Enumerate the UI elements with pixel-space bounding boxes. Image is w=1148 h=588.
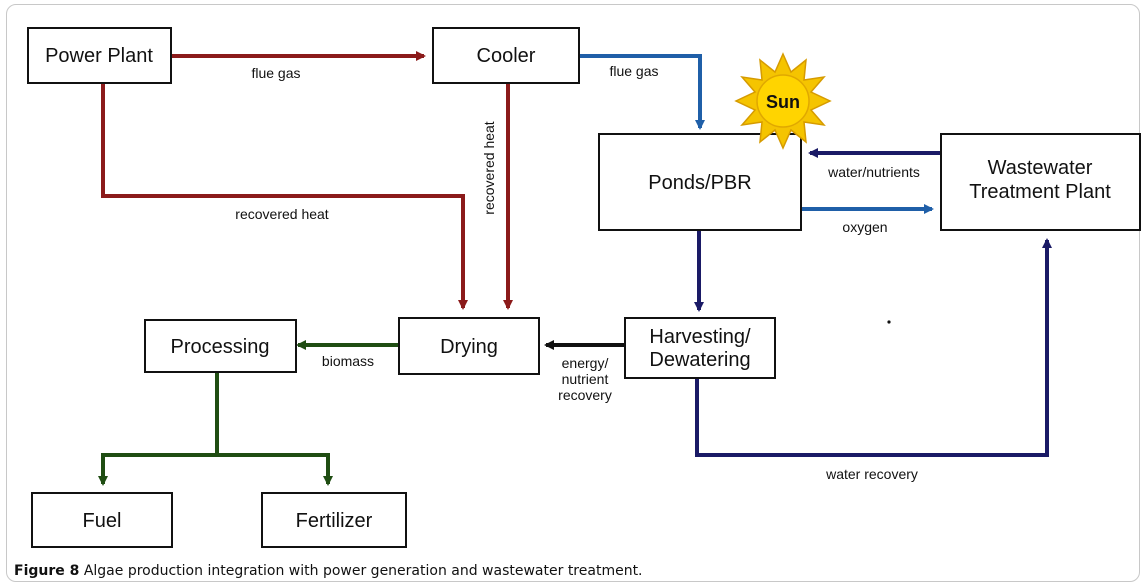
label-water-nutrients: water/nutrients (827, 164, 920, 180)
figure-frame (6, 4, 1140, 582)
label-biomass: biomass (322, 353, 374, 369)
node-fuel: Fuel (31, 492, 173, 548)
edge-processing-fuel (98, 453, 217, 486)
label-energy-line3: recovery (558, 387, 612, 403)
node-processing: Processing (144, 319, 297, 373)
node-harvesting-label-line1: Harvesting/ (649, 326, 751, 348)
node-wastewater-treatment: Wastewater Treatment Plant (940, 133, 1141, 231)
stray-dot (887, 320, 891, 324)
node-power-plant: Power Plant (27, 27, 172, 84)
label-water-recovery: water recovery (825, 466, 918, 482)
node-wastewater-label-line2: Treatment Plant (969, 181, 1111, 203)
node-drying-label: Drying (440, 336, 498, 358)
label-energy-line1: energy/ (562, 355, 609, 371)
node-wastewater-label-line1: Wastewater (988, 157, 1093, 179)
label-flue-gas-1: flue gas (251, 65, 300, 81)
figure-caption-text: Algae production integration with power … (83, 563, 643, 579)
edge-processing-fertilizer (217, 453, 333, 486)
node-harvesting-label-line2: Dewatering (649, 349, 750, 371)
node-ponds-pbr-label: Ponds/PBR (648, 172, 751, 194)
edge-cooler-ponds (580, 54, 705, 130)
node-cooler-label: Cooler (477, 45, 536, 67)
sun-icon: Sun (734, 52, 832, 150)
node-harvesting-dewatering: Harvesting/ Dewatering (624, 317, 776, 379)
figure-caption-label: Figure 8 (14, 563, 80, 579)
node-power-plant-label: Power Plant (45, 45, 153, 67)
figure-caption: Figure 8 Algae production integration wi… (14, 563, 643, 579)
label-recovered-heat-horizontal: recovered heat (235, 206, 329, 222)
edge-powerplant-drying (101, 84, 468, 310)
label-flue-gas-2: flue gas (609, 63, 658, 79)
edge-harvesting-wastewater (695, 238, 1052, 457)
node-ponds-pbr: Ponds/PBR (598, 133, 802, 231)
node-processing-label: Processing (171, 336, 270, 358)
sun-label: Sun (766, 92, 800, 112)
node-drying: Drying (398, 317, 540, 375)
node-fertilizer: Fertilizer (261, 492, 407, 548)
node-cooler: Cooler (432, 27, 580, 84)
label-recovered-heat-vertical: recovered heat (481, 121, 497, 215)
node-fuel-label: Fuel (83, 510, 122, 532)
node-fertilizer-label: Fertilizer (296, 510, 373, 532)
label-oxygen: oxygen (842, 219, 887, 235)
label-energy-line2: nutrient (562, 371, 609, 387)
